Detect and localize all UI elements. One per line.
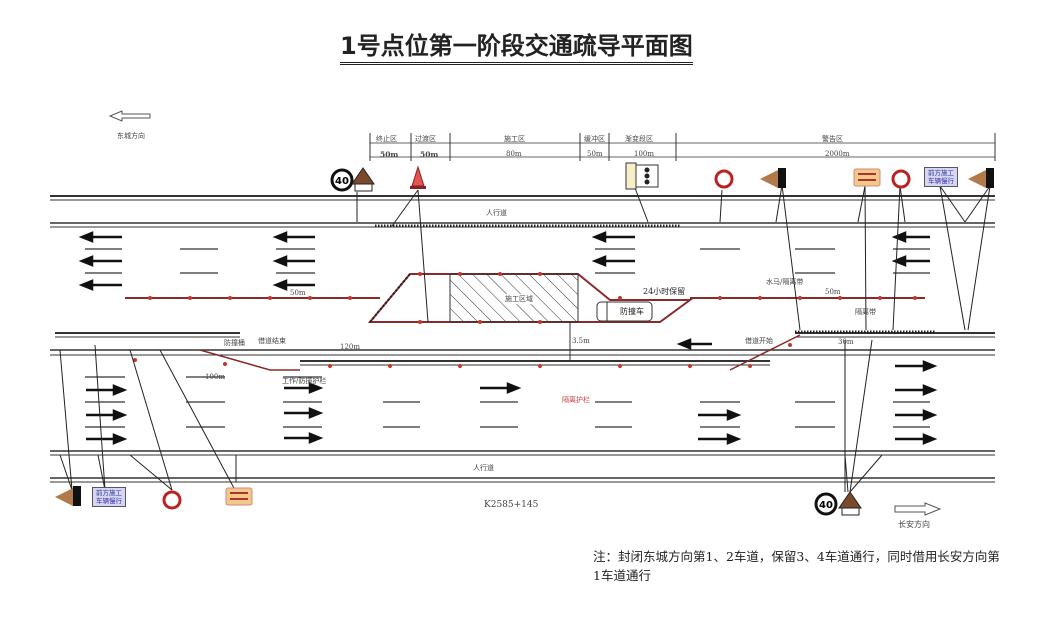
- sidewalk-bottom-label: 人行道: [473, 464, 494, 472]
- warning-arrow-sign: [55, 168, 994, 506]
- dimension-label: 50m: [825, 288, 841, 296]
- zone-length: 80m: [506, 150, 522, 158]
- detour-start-label: 借道开始: [745, 337, 773, 345]
- west-direction-arrow: [108, 110, 151, 122]
- note-text: 注：封闭东城方向第1、2车道，保留3、4车道通行，同时借用长安方向第1车道通行: [593, 549, 1000, 583]
- svg-text:40: 40: [819, 500, 833, 511]
- guardrail-label: 隔离带: [855, 308, 876, 316]
- dimension-label: 3.5m: [572, 337, 590, 345]
- stake-label: K2585+145: [484, 500, 539, 510]
- zone-length: 50m: [380, 150, 399, 159]
- keep-24h-label: 24小时保留: [643, 287, 686, 296]
- speed-limit-sign-top: 40: [330, 167, 375, 192]
- zone-label: 过渡区: [415, 135, 436, 143]
- construction-ahead-sign: 前方施工 车辆慢行: [924, 167, 958, 187]
- crash-barrel-label: 防撞桶: [224, 339, 245, 347]
- road-edges: [50, 195, 995, 483]
- barrier-label: 隔离护栏: [562, 396, 590, 404]
- sign-leader-lines: [59, 184, 991, 493]
- construction-ahead-sign: 前方施工 车辆慢行: [92, 487, 126, 507]
- zone-length: 50m: [420, 150, 439, 159]
- zone-length: 2000m: [825, 150, 850, 158]
- dimension-label: 30m: [838, 338, 854, 346]
- lane-shift-sign: [225, 168, 881, 506]
- dimension-label: 100m: [205, 373, 225, 381]
- zone-label: 施工区: [504, 135, 525, 143]
- east-direction-label: 长安方向: [898, 520, 930, 529]
- zone-label: 渐变段区: [625, 135, 653, 143]
- westbound-lane-arrows: [78, 231, 930, 350]
- zone-length: 50m: [587, 150, 603, 158]
- water-barrier-label: 水马/隔离带: [766, 278, 804, 286]
- speed-limit-sign-bottom: 40: [814, 491, 862, 516]
- dimension-label: 50m: [290, 289, 306, 297]
- crash-truck-label: 防撞车: [620, 307, 644, 316]
- no-overtaking-sign: [162, 169, 911, 510]
- zone-dimensions: [369, 133, 996, 161]
- traffic-cone-sign: [410, 165, 426, 189]
- detour-end-label: 借道结束: [258, 337, 286, 345]
- east-direction-arrow: [894, 502, 942, 516]
- zone-label: 警告区: [822, 135, 843, 143]
- cone-area-label: 工作/防撞护栏: [282, 377, 327, 385]
- traffic-cones: [133, 272, 917, 368]
- west-direction-label: 东城方向: [117, 132, 145, 140]
- sidewalk-top-label: 人行道: [486, 209, 507, 217]
- page-title: 1号点位第一阶段交通疏导平面图: [340, 26, 693, 65]
- zone-label: 缓冲区: [584, 135, 605, 143]
- zone-label: 终止区: [376, 135, 397, 143]
- work-zone-enclosure: [125, 273, 925, 371]
- lane-markings: [85, 248, 930, 428]
- zone-length: 100m: [634, 150, 654, 158]
- svg-text:40: 40: [335, 176, 349, 187]
- dimension-label: 120m: [340, 343, 360, 351]
- work-area-label: 施工区域: [505, 294, 533, 304]
- arrow-board: [625, 162, 659, 190]
- eastbound-lane-arrows: [86, 360, 938, 445]
